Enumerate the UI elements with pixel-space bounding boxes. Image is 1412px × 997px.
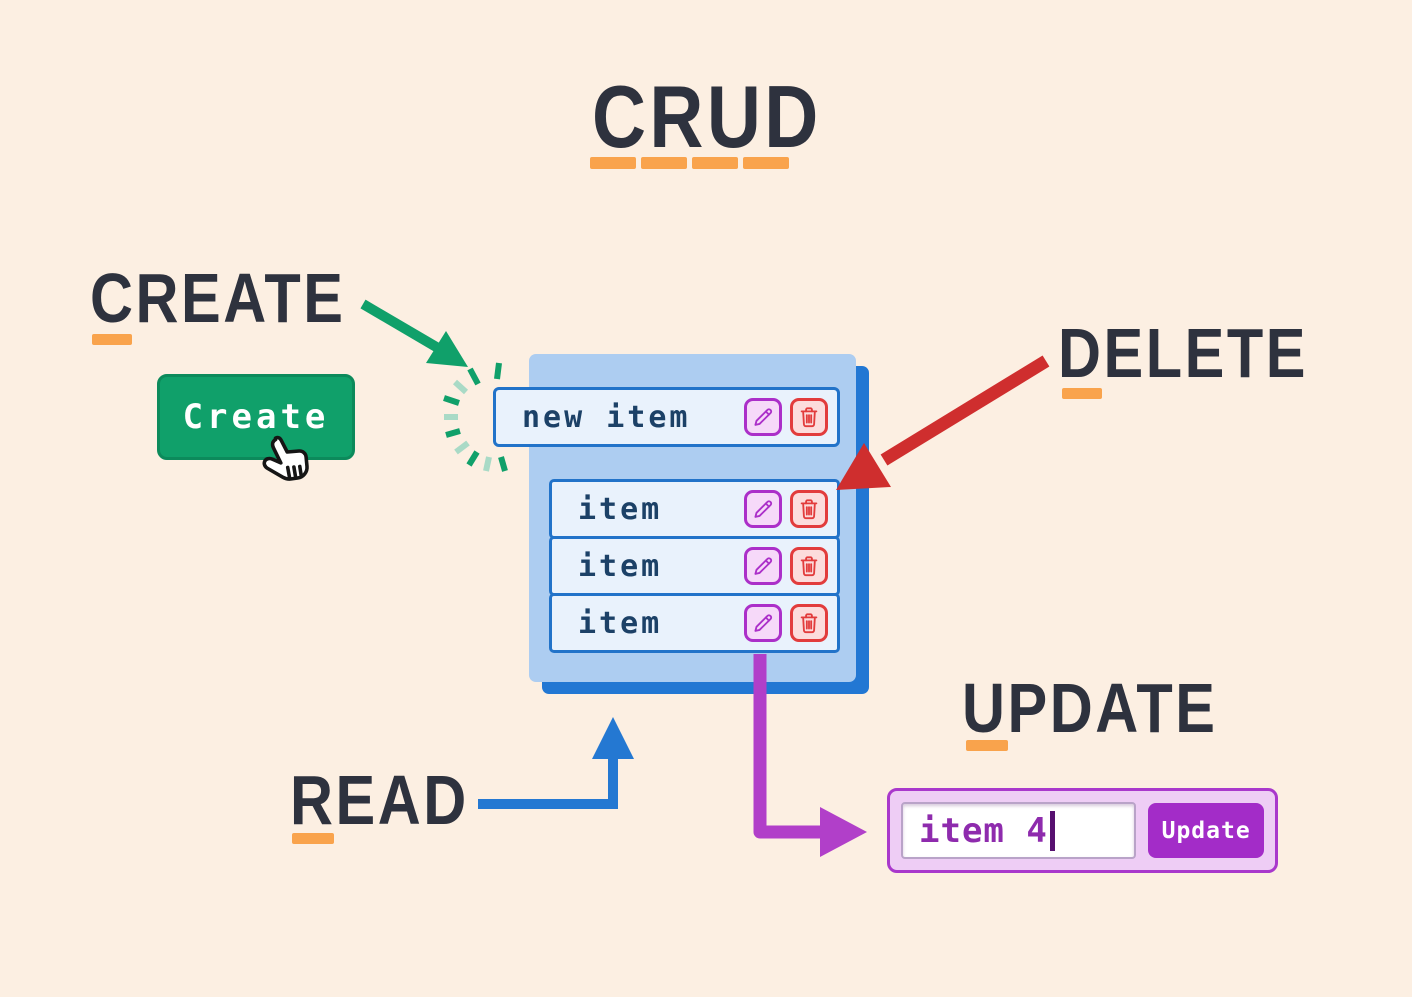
text-cursor	[1049, 810, 1055, 851]
update-underline	[966, 740, 1008, 751]
edit-button[interactable]	[744, 490, 782, 528]
item-label: item	[578, 605, 663, 641]
item-label: item	[578, 548, 663, 584]
create-label: CREATE	[90, 259, 346, 337]
trash-icon	[800, 613, 818, 634]
update-button[interactable]: Update	[1148, 803, 1264, 858]
trash-icon	[800, 407, 818, 428]
delete-underline	[1062, 388, 1102, 399]
item-list: item item	[549, 479, 840, 653]
delete-button[interactable]	[790, 490, 828, 528]
title-underline-segment	[590, 157, 636, 169]
row-actions	[744, 547, 828, 585]
create-button[interactable]: Create	[157, 374, 355, 460]
update-widget: item 4 Update	[887, 788, 1278, 873]
create-underline	[92, 334, 132, 345]
title-underline-segment	[692, 157, 738, 169]
trash-icon	[800, 556, 818, 577]
edit-button[interactable]	[744, 547, 782, 585]
delete-arrow	[836, 355, 1050, 490]
row-actions	[744, 490, 828, 528]
update-input-value: item 4	[919, 810, 1048, 851]
delete-button[interactable]	[790, 604, 828, 642]
item-row: item	[549, 479, 840, 539]
update-label: UPDATE	[962, 669, 1218, 747]
create-arrow	[360, 299, 468, 367]
read-label: READ	[290, 761, 469, 839]
delete-label: DELETE	[1058, 314, 1309, 392]
edit-button[interactable]	[744, 604, 782, 642]
new-item-row: new item	[493, 387, 840, 447]
item-row: item	[549, 593, 840, 653]
update-arrow	[753, 654, 867, 857]
read-underline	[292, 833, 334, 844]
update-input[interactable]: item 4	[901, 802, 1137, 859]
title-underline-segment	[641, 157, 687, 169]
item-row: item	[549, 536, 840, 596]
pencil-icon	[754, 408, 773, 426]
delete-button[interactable]	[790, 547, 828, 585]
pencil-icon	[754, 557, 773, 575]
row-actions	[744, 604, 828, 642]
pencil-icon	[754, 614, 773, 632]
item-label: item	[578, 491, 663, 527]
pencil-icon	[754, 500, 773, 518]
hand-pointer-icon	[248, 426, 323, 501]
title-underline	[590, 157, 789, 169]
delete-button[interactable]	[790, 398, 828, 436]
trash-icon	[800, 499, 818, 520]
new-item-label: new item	[522, 399, 691, 435]
row-actions	[744, 398, 828, 436]
page-title: CRUD	[592, 67, 822, 166]
read-arrow	[478, 717, 634, 809]
title-underline-segment	[743, 157, 789, 169]
edit-button[interactable]	[744, 398, 782, 436]
